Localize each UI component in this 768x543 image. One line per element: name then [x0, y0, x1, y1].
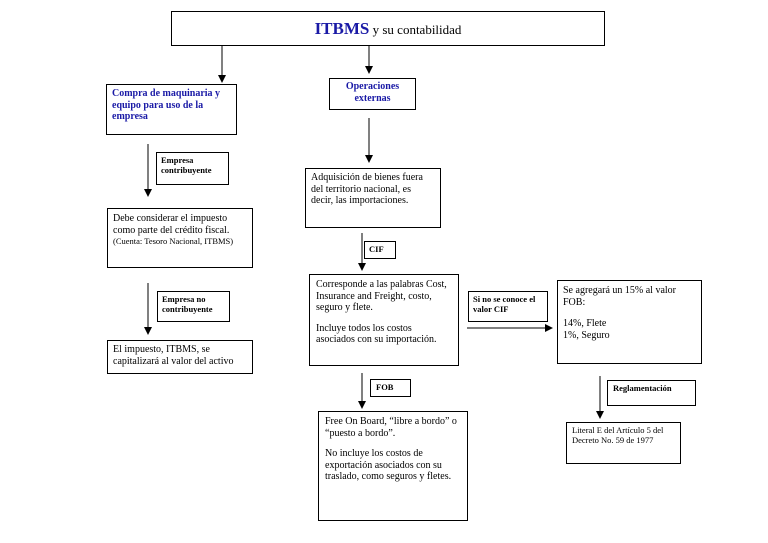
right-tag-reglamentacion: Reglamentación — [607, 380, 696, 406]
left-box1-note: (Cuenta: Tesoro Nacional, ITBMS) — [113, 236, 234, 246]
right-box1-p1: Se agregará un 15% al valor FOB: — [563, 285, 677, 308]
center-tag-cif-text: CIF — [369, 244, 384, 254]
center-box2-p1: Corresponde a las palabras Cost, Insuran… — [316, 279, 447, 313]
right-box1-l2: 1%, Seguro — [563, 329, 610, 341]
left-box-activo: El impuesto, ITBMS, se capitalizará al v… — [107, 340, 253, 374]
right-box-fob: Se agregará un 15% al valor FOB: 14%, Fl… — [557, 280, 702, 364]
title-box: ITBMS y su contabilidad — [171, 11, 605, 46]
center-tag-cif: CIF — [364, 241, 396, 259]
center-box3-p2: No incluye los costos de exportación aso… — [325, 448, 452, 482]
center-box-fob: Free On Board, “libre a bordo” o “puesto… — [318, 411, 468, 521]
left-box1-text: Debe considerar el impuesto como parte d… — [113, 213, 230, 236]
left-box-credito: Debe considerar el impuesto como parte d… — [107, 208, 253, 268]
left-tag1-text: Empresa contribuyente — [161, 155, 212, 175]
center-header-text: Operaciones externas — [345, 81, 400, 104]
center-box-cif: Corresponde a las palabras Cost, Insuran… — [309, 274, 459, 366]
title-main: ITBMS — [314, 19, 370, 38]
right-tag-no-cif: Si no se conoce el valor CIF — [468, 291, 548, 322]
center-box1-text: Adquisición de bienes fuera del territor… — [311, 172, 423, 206]
center-header-box: Operaciones externas — [329, 78, 416, 110]
center-box2-p2: Incluye todos los costos asociados con s… — [316, 322, 437, 346]
title-rest: y su contabilidad — [369, 22, 462, 37]
left-header-text: Compra de maquinaria y equipo para uso d… — [112, 88, 221, 122]
right-tag-reg-text: Reglamentación — [613, 383, 672, 393]
right-tag-nocif-text: Si no se conoce el valor CIF — [473, 294, 536, 314]
left-tag-contribuyente: Empresa contribuyente — [156, 152, 229, 185]
left-tag2-text: Empresa no contribuyente — [162, 294, 213, 314]
right-box2-text: Literal E del Artículo 5 del Decreto No.… — [572, 425, 664, 445]
left-header-box: Compra de maquinaria y equipo para uso d… — [106, 84, 237, 135]
center-box-importaciones: Adquisición de bienes fuera del territor… — [305, 168, 441, 228]
right-box1-l1: 14%, Flete — [563, 318, 607, 329]
left-box2-text: El impuesto, ITBMS, se capitalizará al v… — [113, 344, 234, 367]
left-tag-no-contribuyente: Empresa no contribuyente — [157, 291, 230, 322]
center-tag-fob-text: FOB — [376, 382, 394, 392]
center-box3-p1: Free On Board, “libre a bordo” o “puesto… — [325, 416, 457, 439]
center-tag-fob: FOB — [370, 379, 411, 397]
right-box-decreto: Literal E del Artículo 5 del Decreto No.… — [566, 422, 681, 464]
